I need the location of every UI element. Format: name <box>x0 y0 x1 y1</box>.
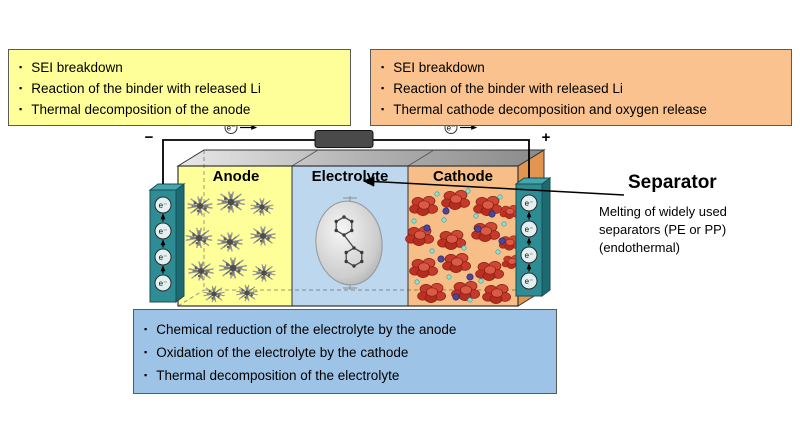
metal-ion-dots <box>423 207 506 301</box>
lithium-dots <box>411 188 507 303</box>
anode-label: Anode <box>213 168 260 185</box>
top-face-divider <box>291 149 319 167</box>
separator-arrow <box>362 176 625 196</box>
anode-reactions-list: ▪ SEI breakdown ▪ Reaction of the binder… <box>19 58 340 119</box>
list-item-text: Reaction of the binder with released Li <box>31 81 261 96</box>
bullet-icon: ▪ <box>381 104 385 114</box>
electron-symbol: e⁻ <box>525 251 534 260</box>
list-item: ▪ SEI breakdown <box>19 58 340 77</box>
top-face-divider <box>407 149 435 167</box>
electron-symbol: e⁻ <box>447 124 456 133</box>
bullet-icon: ▪ <box>381 83 385 93</box>
separator-title: Separator <box>628 172 717 193</box>
bullet-icon: ▪ <box>144 370 148 380</box>
electron-symbol: e⁻ <box>159 201 168 210</box>
list-item: ▪ Thermal decomposition of the anode <box>19 100 340 119</box>
list-item-text: Thermal cathode decomposition and oxygen… <box>393 102 707 117</box>
separator-description: Melting of widely used separators (PE or… <box>599 204 727 255</box>
list-item: ▪ Thermal decomposition of the electroly… <box>144 366 546 385</box>
list-item-text: Thermal decomposition of the electrolyte <box>156 368 400 383</box>
bullet-icon: ▪ <box>381 62 385 72</box>
bullet-icon: ▪ <box>19 104 23 114</box>
list-item-text: Chemical reduction of the electrolyte by… <box>156 322 457 337</box>
minus-terminal-label: − <box>145 129 154 146</box>
right-current-collector: e⁻ e⁻ e⁻ e⁻ <box>514 177 552 297</box>
circuit-wires <box>162 139 530 184</box>
list-item: ▪ Reaction of the binder with released L… <box>381 79 781 98</box>
electrolyte-reactions-note: ▪ Chemical reduction of the electrolyte … <box>133 309 557 394</box>
list-item-text: Reaction of the binder with released Li <box>393 81 623 96</box>
left-current-collector: e⁻ e⁻ e⁻ e⁻ <box>148 183 186 303</box>
cathode-reactions-list: ▪ SEI breakdown ▪ Reaction of the binder… <box>381 58 781 119</box>
bullet-icon: ▪ <box>19 62 23 72</box>
electron-symbol: e⁻ <box>159 253 168 262</box>
list-item: ▪ Thermal cathode decomposition and oxyg… <box>381 100 781 119</box>
cathode-particles <box>405 188 522 304</box>
battery-top-face <box>176 149 546 167</box>
anode-section <box>178 166 292 306</box>
electron-symbol: e⁻ <box>227 124 236 133</box>
resistor <box>314 130 374 148</box>
list-item-text: Thermal decomposition of the anode <box>31 102 251 117</box>
plus-terminal-label: + <box>542 129 551 146</box>
list-item: ▪ SEI breakdown <box>381 58 781 77</box>
electron-symbol: e⁻ <box>525 199 534 208</box>
bullet-icon: ▪ <box>19 83 23 93</box>
bullet-icon: ▪ <box>144 347 148 357</box>
electron-symbol: e⁻ <box>525 225 534 234</box>
electron-symbol: e⁻ <box>159 279 168 288</box>
electrolyte-reactions-list: ▪ Chemical reduction of the electrolyte … <box>144 320 546 385</box>
list-item: ▪ Oxidation of the electrolyte by the ca… <box>144 343 546 362</box>
anode-reactions-note: ▪ SEI breakdown ▪ Reaction of the binder… <box>8 49 351 126</box>
list-item-text: SEI breakdown <box>393 60 485 75</box>
list-item: ▪ Reaction of the binder with released L… <box>19 79 340 98</box>
electron-circles: e⁻ e⁻ e⁻ e⁻ <box>154 196 172 292</box>
electrolyte-label: Electrolyte <box>312 168 389 185</box>
list-item-text: Oxidation of the electrolyte by the cath… <box>156 345 409 360</box>
list-item-text: SEI breakdown <box>31 60 123 75</box>
list-item: ▪ Chemical reduction of the electrolyte … <box>144 320 546 339</box>
cathode-label: Cathode <box>433 168 493 185</box>
cathode-reactions-note: ▪ SEI breakdown ▪ Reaction of the binder… <box>370 49 792 126</box>
electron-symbol: e⁻ <box>525 277 534 286</box>
electrolyte-molecule <box>315 196 383 290</box>
electron-circles: e⁻ e⁻ e⁻ e⁻ <box>520 194 538 290</box>
electron-symbol: e⁻ <box>159 227 168 236</box>
bullet-icon: ▪ <box>144 324 148 334</box>
